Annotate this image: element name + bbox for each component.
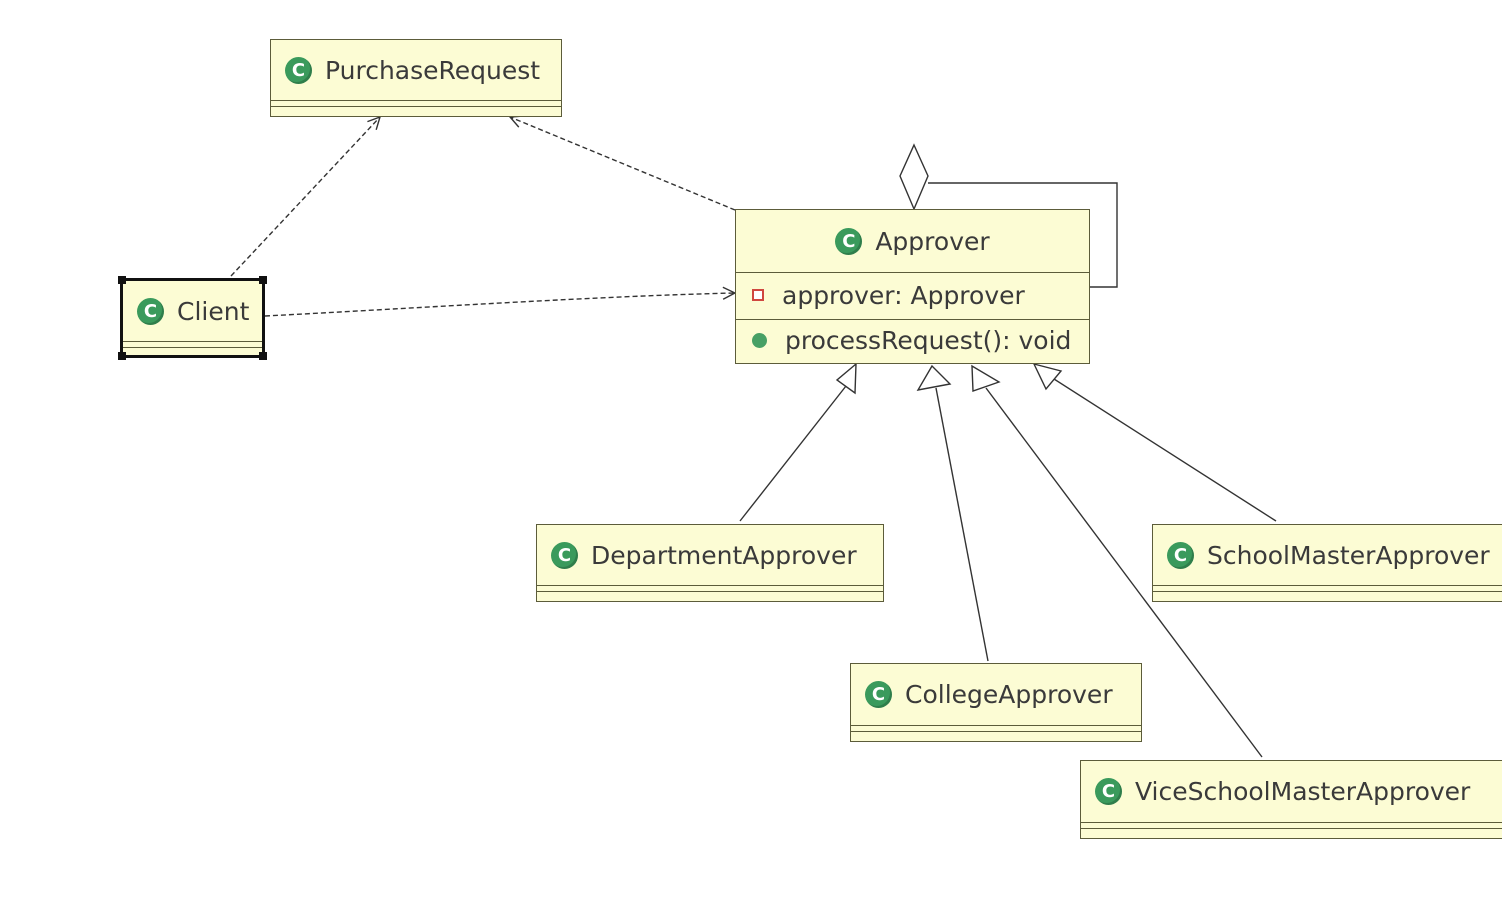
dependency-client-to-approver[interactable] [264,293,735,317]
class-header: C ViceSchoolMasterApprover [1081,761,1502,822]
generalization-head-viceschoolmasterapprover [971,364,1001,392]
class-name: SchoolMasterApprover [1207,540,1490,570]
attributes-compartment [851,725,1141,731]
class-purchaserequest[interactable]: C PurchaseRequest [270,39,562,117]
dependency-client-to-purchaserequest[interactable] [230,117,380,277]
attributes-compartment [537,585,883,591]
attributes-compartment [1081,822,1502,828]
class-icon: C [1167,541,1194,569]
class-icon: C [865,681,892,708]
class-icon: C [1095,778,1122,805]
operations-compartment [537,591,883,600]
operations-compartment: processRequest(): void [736,319,1089,362]
class-name: PurchaseRequest [325,55,541,85]
generalization-departmentapprover[interactable] [739,385,847,522]
private-field-icon [752,289,764,301]
class-header: C PurchaseRequest [271,40,561,100]
attributes-compartment: approver: Approver [736,272,1089,319]
attributes-compartment [123,341,262,347]
attributes-compartment [271,100,561,106]
class-name: Approver [875,226,990,256]
selection-handle-top-left[interactable] [118,276,126,284]
class-approver[interactable]: C Approver approver: Approver processReq… [735,209,1090,364]
class-icon: C [835,227,863,255]
selection-handle-bottom-right[interactable] [259,352,267,360]
class-icon: C [551,541,578,569]
method-text: processRequest(): void [785,325,1072,355]
class-schoolmasterapprover[interactable]: C SchoolMasterApprover [1152,524,1502,602]
field-text: approver: Approver [782,280,1025,310]
selection-handle-top-right[interactable] [259,276,267,284]
class-name: Client [177,296,250,326]
class-header: C DepartmentApprover [537,525,883,585]
operations-compartment [1153,591,1502,600]
class-name: DepartmentApprover [591,540,857,570]
public-method-icon [752,332,767,348]
dependency-approver-to-purchaserequest[interactable] [510,117,736,211]
aggregation-diamond[interactable] [899,143,929,211]
class-header: C SchoolMasterApprover [1153,525,1502,585]
aggregation-self-association[interactable] [928,182,1118,288]
class-name: ViceSchoolMasterApprover [1135,777,1471,806]
class-icon: C [285,56,312,84]
field-approver[interactable]: approver: Approver [736,273,1089,317]
attributes-compartment [1153,585,1502,591]
class-departmentapprover[interactable]: C DepartmentApprover [536,524,884,602]
class-header: C Client [123,281,262,341]
method-processrequest[interactable]: processRequest(): void [736,320,1089,360]
selection-handle-bottom-left[interactable] [118,352,126,360]
operations-compartment [1081,828,1502,837]
class-client[interactable]: C Client [118,276,267,360]
generalization-head-departmentapprover [835,362,857,395]
generalization-viceschoolmasterapprover[interactable] [985,387,1263,758]
generalization-head-schoolmasterapprover [1032,362,1063,391]
class-viceschoolmasterapprover[interactable]: C ViceSchoolMasterApprover [1080,760,1502,839]
class-name: CollegeApprover [905,680,1113,709]
class-collegeapprover[interactable]: C CollegeApprover [850,663,1142,742]
operations-compartment [271,106,561,115]
generalization-collegeapprover[interactable] [935,387,989,662]
operations-compartment [123,347,262,355]
generalization-head-collegeapprover [916,364,952,391]
class-icon: C [137,297,164,325]
operations-compartment [851,731,1141,740]
generalization-schoolmasterapprover[interactable] [1053,378,1277,522]
class-header: C Approver [736,210,1089,272]
class-header: C CollegeApprover [851,664,1141,725]
